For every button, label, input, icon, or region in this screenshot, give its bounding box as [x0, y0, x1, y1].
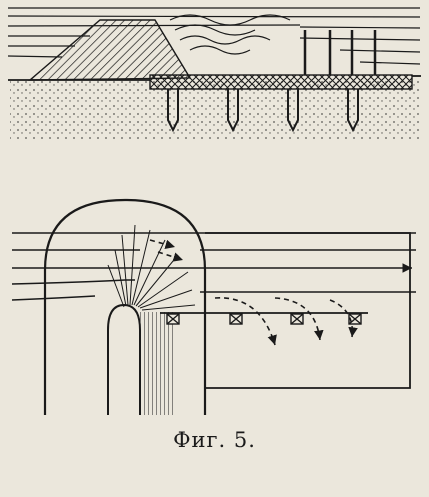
flow-diagram-arch [11, 198, 416, 415]
outer-arch [43, 198, 207, 415]
right-box-outline [205, 232, 411, 389]
pile-heads [166, 313, 362, 325]
platform-posts [303, 30, 377, 75]
embankment-hatched [28, 19, 192, 81]
horizontal-flow-lines [11, 232, 416, 301]
top-illustration-pile-foundation [7, 7, 421, 140]
radiating-lines [107, 224, 196, 311]
hatched-pier [140, 312, 175, 415]
inner-arch [107, 303, 141, 415]
wood-grain-layer [7, 7, 421, 65]
ground-stipple [10, 80, 420, 140]
dashed-seepage-arrows [149, 239, 358, 346]
figure-caption: Фиг. 5. [173, 428, 256, 452]
